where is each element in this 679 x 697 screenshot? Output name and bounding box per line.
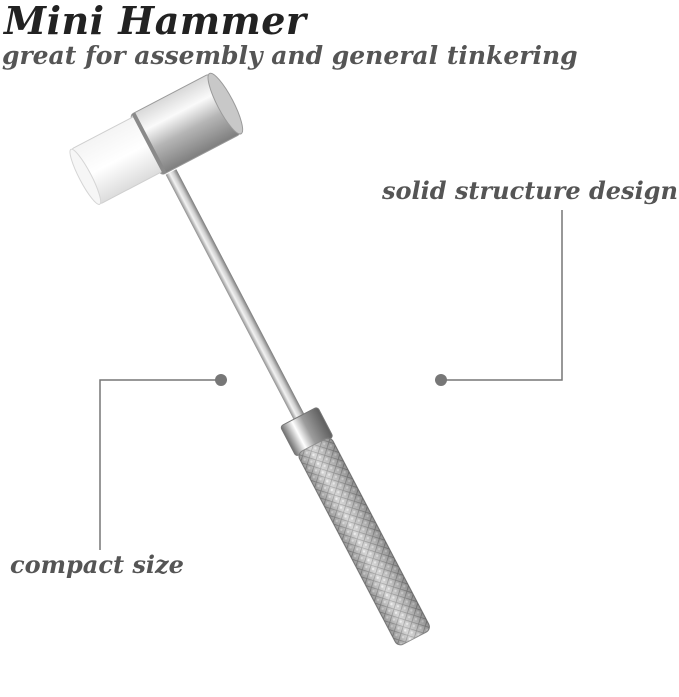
hammer-shaft: [165, 169, 307, 423]
callout-solid-structure: solid structure design: [382, 176, 678, 205]
callout-compact-size: compact size: [10, 550, 184, 579]
leader-dot-solid-structure: [435, 374, 447, 386]
leader-line-compact-size: [99, 379, 219, 550]
leader-dot-compact-size: [215, 374, 227, 386]
leader-line-solid-structure: [443, 210, 563, 381]
product-subtitle: great for assembly and general tinkering: [2, 41, 578, 70]
product-title: Mini Hammer: [4, 0, 307, 43]
